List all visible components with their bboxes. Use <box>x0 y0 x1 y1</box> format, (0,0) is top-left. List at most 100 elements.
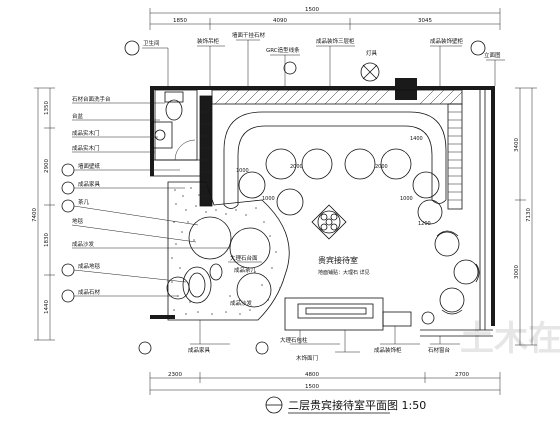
bottom-callouts: 成品家具 大理石包柱 木饰面门 成品装饰柜 石材窗台 <box>188 320 460 362</box>
callout-bottom-4: 石材窗台 <box>428 346 451 354</box>
callout-interior-0: 大理石台面 <box>230 254 258 262</box>
callout-bottom-0: 成品家具 <box>188 346 211 354</box>
drawing-title: 二层贵宾接待室平面图 1:50 <box>288 398 426 412</box>
section-marker-icon <box>255 341 269 355</box>
round-chair <box>276 188 304 216</box>
callout-top-2: 墙面干挂石材 <box>232 31 266 39</box>
room-floor-note: 地面铺贴：大理石 详见 <box>318 269 370 276</box>
left-dimension-chain: 7400 1350 2900 1830 1440 <box>32 87 55 341</box>
callout-left-4: 墙面壁纸 <box>78 162 101 170</box>
callout-left-5: 成品家具 <box>78 180 101 188</box>
hatched-wall-strips <box>200 89 463 210</box>
top-callouts: 卫生间 装饰吊柜 墙面干挂石材 GRC造型线条 成品装饰三层柜 灯具 成品装饰壁… <box>142 31 505 90</box>
armchair-round <box>236 272 272 308</box>
right-dim-1: 3400 <box>514 138 520 152</box>
section-marker-icon <box>61 181 75 195</box>
callout-bottom-3: 成品装饰柜 <box>374 346 402 354</box>
toilet-tank-icon <box>164 91 184 103</box>
round-chair <box>301 148 333 180</box>
circle-dim-5: 1000 <box>262 196 275 202</box>
section-markers <box>61 40 486 355</box>
circle-dim-3: 1000 <box>236 168 249 174</box>
round-chair <box>265 148 297 180</box>
washbasin-counter <box>151 121 173 149</box>
circle-dim-7: 1200 <box>418 221 431 227</box>
left-callouts: 石材台面洗手台 台盆 成品实木门 成品实木门 墙面壁纸 成品家具 茶几 地毯 成… <box>71 95 230 297</box>
interior-callouts: 大理石台面 成品茶几 成品沙发 <box>228 254 262 307</box>
top-dimension-chain: 1500 1850 4090 3045 <box>149 7 501 30</box>
section-marker-icon <box>61 163 75 177</box>
bathroom <box>151 89 198 161</box>
armchair-round <box>434 231 460 257</box>
circular-seating-top: 2000 2000 1000 1400 1000 1000 1200 <box>236 136 443 227</box>
bottom-dim-1: 2300 <box>168 372 182 378</box>
callout-top-1: 装饰吊柜 <box>197 37 220 45</box>
callout-left-0: 石材台面洗手台 <box>72 95 111 103</box>
right-dim-2: 3000 <box>514 265 520 279</box>
callout-bottom-2: 木饰面门 <box>296 354 318 362</box>
bottom-dimension-chain: 2300 4800 2700 1500 <box>149 372 501 395</box>
round-chair <box>238 171 266 199</box>
right-dimension-chain: 3400 3000 7130 <box>514 87 537 346</box>
callout-left-7: 地毯 <box>72 217 84 225</box>
right-armchairs <box>434 230 480 315</box>
circle-dim-2: 2000 <box>375 164 388 170</box>
bottom-cabinet <box>284 297 493 337</box>
u-shaped-counter <box>223 111 447 209</box>
round-chair <box>412 171 440 199</box>
callout-top-4: 成品装饰三层柜 <box>316 37 355 45</box>
callout-left-6: 茶几 <box>78 198 90 206</box>
top-dim-1: 1850 <box>173 18 187 24</box>
watermark-text: 土木在线 <box>460 319 560 359</box>
section-marker-icon <box>421 311 435 325</box>
room-name: 贵宾接待室 <box>318 255 358 265</box>
section-marker-icon <box>61 199 75 213</box>
right-total-dim: 7130 <box>526 208 532 222</box>
washbasin-icon <box>154 129 166 141</box>
section-marker-icon <box>61 263 75 277</box>
bathroom-door-swing <box>174 139 196 161</box>
armchair-round <box>439 287 465 313</box>
callout-left-10: 成品石材 <box>78 288 101 296</box>
bottom-dim-2: 4800 <box>305 372 319 378</box>
section-marker-icon <box>61 289 75 303</box>
left-dim-1: 1350 <box>44 101 50 115</box>
drawing-title-block: 二层贵宾接待室平面图 1:50 <box>265 396 426 414</box>
left-dim-3: 1830 <box>44 233 50 247</box>
left-dim-2: 2900 <box>44 159 50 173</box>
callout-left-8: 成品沙发 <box>72 240 95 248</box>
circle-dim-4: 1400 <box>410 136 423 142</box>
callout-left-1: 台盆 <box>72 112 84 120</box>
top-total-dim: 1500 <box>305 7 319 13</box>
circle-dim-6: 1000 <box>400 196 413 202</box>
coffee-table-oval <box>182 266 212 304</box>
section-marker-icon <box>124 40 140 56</box>
bottom-dim-3: 2700 <box>455 372 469 378</box>
circle-dim-1: 2000 <box>290 164 303 170</box>
left-dim-4: 1440 <box>44 300 50 314</box>
toilet-bowl-icon <box>165 99 183 121</box>
section-marker-icon <box>283 61 297 75</box>
lounge-area <box>166 181 290 321</box>
callout-left-3: 成品实木门 <box>72 144 100 152</box>
callout-top-0: 卫生间 <box>143 39 160 47</box>
callout-top-5: 灯具 <box>366 49 378 57</box>
callout-interior-1: 成品茶几 <box>234 266 257 274</box>
central-table <box>311 204 347 240</box>
section-marker-icon <box>470 40 486 56</box>
callout-top-6: 成品装饰壁柜 <box>430 37 464 45</box>
side-stool <box>209 263 223 281</box>
top-dim-2: 4090 <box>273 18 287 24</box>
callout-bottom-1: 大理石包柱 <box>280 336 308 344</box>
light-fixture-icon <box>360 62 380 82</box>
top-dim-3: 3045 <box>418 18 432 24</box>
round-chair <box>417 199 443 225</box>
callout-left-9: 成品地毯 <box>78 262 101 270</box>
bottom-total-dim: 1500 <box>305 384 319 390</box>
left-total-dim: 7400 <box>32 208 38 222</box>
callout-interior-2: 成品沙发 <box>230 299 253 307</box>
room-label: 贵宾接待室 地面铺贴：大理石 详见 <box>318 255 370 276</box>
callout-top-7: 立面图 <box>484 51 501 59</box>
